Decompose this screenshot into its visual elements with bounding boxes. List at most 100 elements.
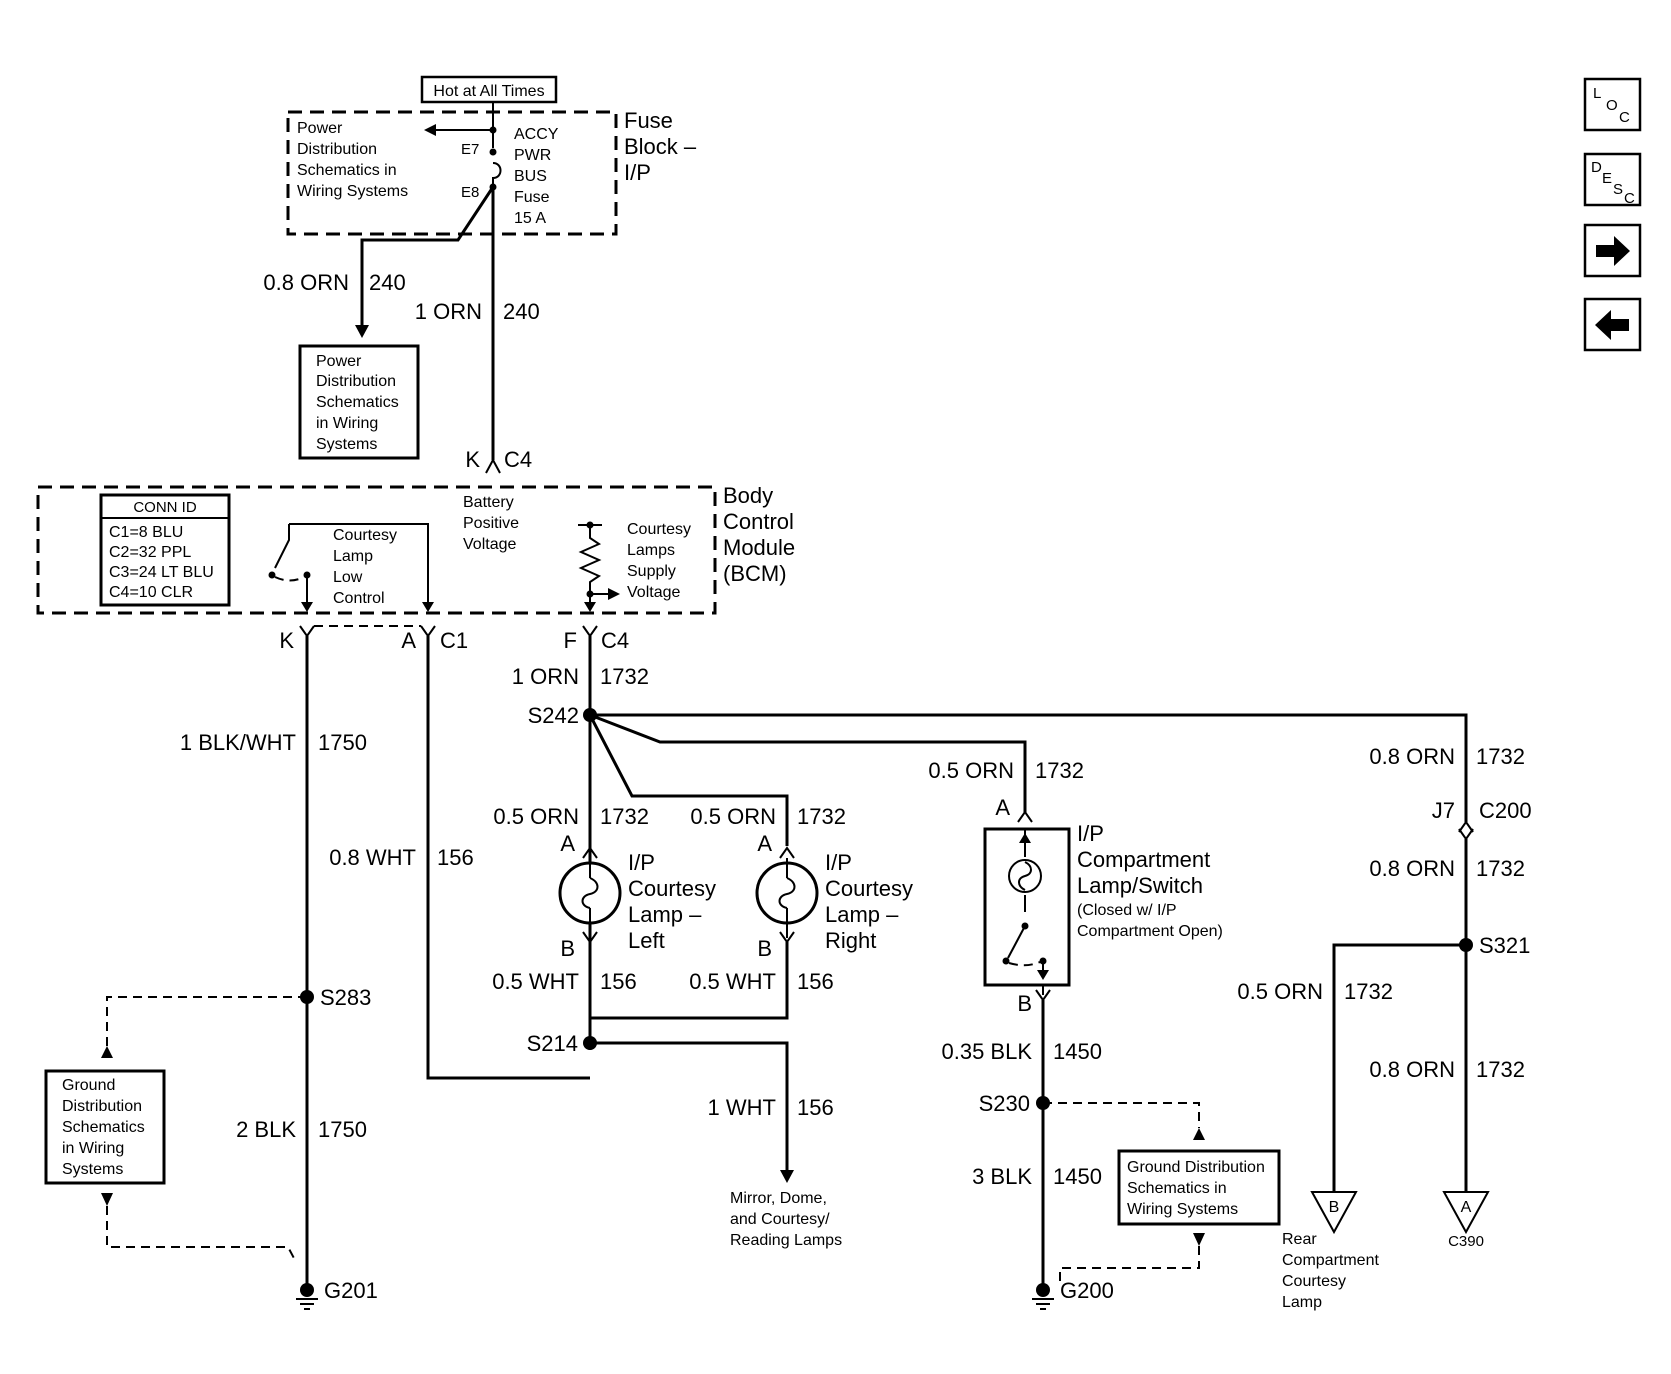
svg-text:0.5 ORN: 0.5 ORN <box>493 804 579 829</box>
svg-text:in Wiring: in Wiring <box>62 1140 124 1157</box>
svg-text:I/P: I/P <box>628 850 655 875</box>
svg-text:1450: 1450 <box>1053 1164 1102 1189</box>
svg-text:C2=32 PPL: C2=32 PPL <box>109 544 191 561</box>
svg-text:0.5 WHT: 0.5 WHT <box>492 969 579 994</box>
low-control-label: Courtesy Lamp Low Control <box>333 527 397 607</box>
svg-text:Compartment: Compartment <box>1282 1252 1379 1269</box>
svg-text:Schematics in: Schematics in <box>1127 1180 1227 1197</box>
svg-text:Lamp –: Lamp – <box>825 902 899 927</box>
svg-text:ACCY: ACCY <box>514 126 559 143</box>
svg-text:C390: C390 <box>1448 1233 1484 1250</box>
svg-text:Courtesy: Courtesy <box>825 876 913 901</box>
circuit-1732-rear: J7 C200 0.8 ORN 1732 S321 0.5 ORN 1732 0… <box>1237 798 1531 1311</box>
wire-1732-rear <box>590 713 1468 822</box>
svg-text:1750: 1750 <box>318 730 367 755</box>
svg-text:Voltage: Voltage <box>627 584 680 601</box>
svg-text:C4=10 CLR: C4=10 CLR <box>109 584 193 601</box>
svg-text:K: K <box>465 447 480 472</box>
svg-text:Positive: Positive <box>463 515 519 532</box>
svg-text:(Closed w/ I/P: (Closed w/ I/P <box>1077 902 1177 919</box>
svg-text:I/P: I/P <box>825 850 852 875</box>
svg-text:Wiring Systems: Wiring Systems <box>297 183 408 200</box>
svg-text:Ground: Ground <box>62 1077 115 1094</box>
connector-c4-k-pin <box>485 457 501 474</box>
svg-text:Systems: Systems <box>316 436 377 453</box>
svg-text:0.5 ORN: 0.5 ORN <box>690 804 776 829</box>
wire-1732-right-lamp <box>588 714 789 846</box>
wire-240a-circuit: 240 <box>369 270 406 295</box>
pin-a-c1 <box>420 625 436 638</box>
svg-text:C200: C200 <box>1479 798 1532 823</box>
svg-text:Ground Distribution: Ground Distribution <box>1127 1159 1265 1176</box>
svg-text:Fuse: Fuse <box>624 108 673 133</box>
wire-1732-to-b <box>1332 943 1466 1192</box>
fuse-block-title: Fuse Block – I/P <box>624 108 697 185</box>
pds-arrow-head <box>424 124 436 136</box>
svg-text:G201: G201 <box>324 1278 378 1303</box>
e7-label: E7 <box>461 141 479 158</box>
svg-text:3 BLK: 3 BLK <box>972 1164 1032 1189</box>
svg-text:Mirror, Dome,: Mirror, Dome, <box>730 1190 827 1207</box>
svg-text:Body: Body <box>723 483 773 508</box>
svg-text:Schematics: Schematics <box>62 1119 145 1136</box>
svg-text:Power: Power <box>316 353 362 370</box>
svg-text:1 ORN: 1 ORN <box>512 664 579 689</box>
fuse-element <box>492 102 502 186</box>
svg-text:Distribution: Distribution <box>316 373 396 390</box>
svg-text:Control: Control <box>333 590 385 607</box>
svg-text:Courtesy: Courtesy <box>627 521 691 538</box>
battery-positive-voltage-label: Battery Positive Voltage <box>463 494 519 553</box>
svg-text:1732: 1732 <box>1476 744 1525 769</box>
svg-text:0.5 WHT: 0.5 WHT <box>689 969 776 994</box>
wire-1732-compartment <box>589 713 1027 813</box>
svg-text:BUS: BUS <box>514 168 547 185</box>
svg-text:A: A <box>757 831 772 856</box>
svg-text:J7: J7 <box>1432 798 1455 823</box>
svg-text:1732: 1732 <box>1344 979 1393 1004</box>
desc-button[interactable]: D E S C <box>1583 152 1642 207</box>
svg-text:Systems: Systems <box>62 1161 123 1178</box>
pds-box <box>298 344 420 460</box>
hot-at-all-times-label: Hot at All Times <box>433 83 544 100</box>
circuit-1450: 0.35 BLK 1450 S230 Ground Distribution S… <box>941 1000 1281 1310</box>
circuit-1732: 1 ORN 1732 S242 0.5 ORN 1732 0.5 ORN 173… <box>493 636 1525 1050</box>
ground-g201-icon <box>296 1283 318 1310</box>
svg-text:0.5 ORN: 0.5 ORN <box>1237 979 1323 1004</box>
svg-text:0.5 ORN: 0.5 ORN <box>928 758 1014 783</box>
svg-text:F: F <box>564 628 577 653</box>
svg-text:A: A <box>560 831 575 856</box>
svg-text:Block –: Block – <box>624 134 697 159</box>
svg-text:Lamp/Switch: Lamp/Switch <box>1077 873 1203 898</box>
conn-id-header: CONN ID <box>133 499 197 516</box>
loc-button[interactable]: L O C <box>1583 77 1642 132</box>
svg-text:C3=24 LT BLU: C3=24 LT BLU <box>109 564 214 581</box>
svg-text:156: 156 <box>797 1095 834 1120</box>
fuse-block-outline <box>286 110 618 236</box>
wire-156-right <box>590 942 789 1020</box>
compartment-bulb-icon <box>1008 859 1042 893</box>
courtesy-lamp-low-control-switch <box>268 523 434 612</box>
body-control-module: Body Control Module (BCM) CONN ID C1=8 B… <box>36 483 795 615</box>
svg-text:0.8 ORN: 0.8 ORN <box>1369 856 1455 881</box>
next-arrow-button[interactable] <box>1583 223 1642 278</box>
svg-text:Schematics in: Schematics in <box>297 162 397 179</box>
svg-text:Supply: Supply <box>627 563 676 580</box>
svg-text:S230: S230 <box>979 1091 1030 1116</box>
svg-text:B: B <box>560 936 575 961</box>
conn-id-table <box>99 493 231 607</box>
svg-text:Compartment Open): Compartment Open) <box>1077 923 1223 940</box>
svg-text:B: B <box>1329 1199 1340 1216</box>
offpage-a-triangle <box>1442 1191 1490 1235</box>
ip-compartment-lamp-switch: A B I/P Compartment Lamp/Switch (Closed … <box>983 795 1223 1016</box>
connector-c200-j7 <box>1458 820 1474 833</box>
hot-at-all-times-box <box>420 75 558 104</box>
svg-text:0.8 ORN: 0.8 ORN <box>1369 744 1455 769</box>
prev-arrow-button[interactable] <box>1583 297 1642 352</box>
wire-156-mirror <box>590 1041 789 1172</box>
svg-text:C4: C4 <box>504 447 532 472</box>
svg-text:Wiring Systems: Wiring Systems <box>1127 1201 1238 1218</box>
svg-text:Reading Lamps: Reading Lamps <box>730 1232 842 1249</box>
svg-text:0.8 ORN: 0.8 ORN <box>1369 1057 1455 1082</box>
svg-text:2 BLK: 2 BLK <box>236 1117 296 1142</box>
arrow-left-icon <box>1595 310 1629 340</box>
